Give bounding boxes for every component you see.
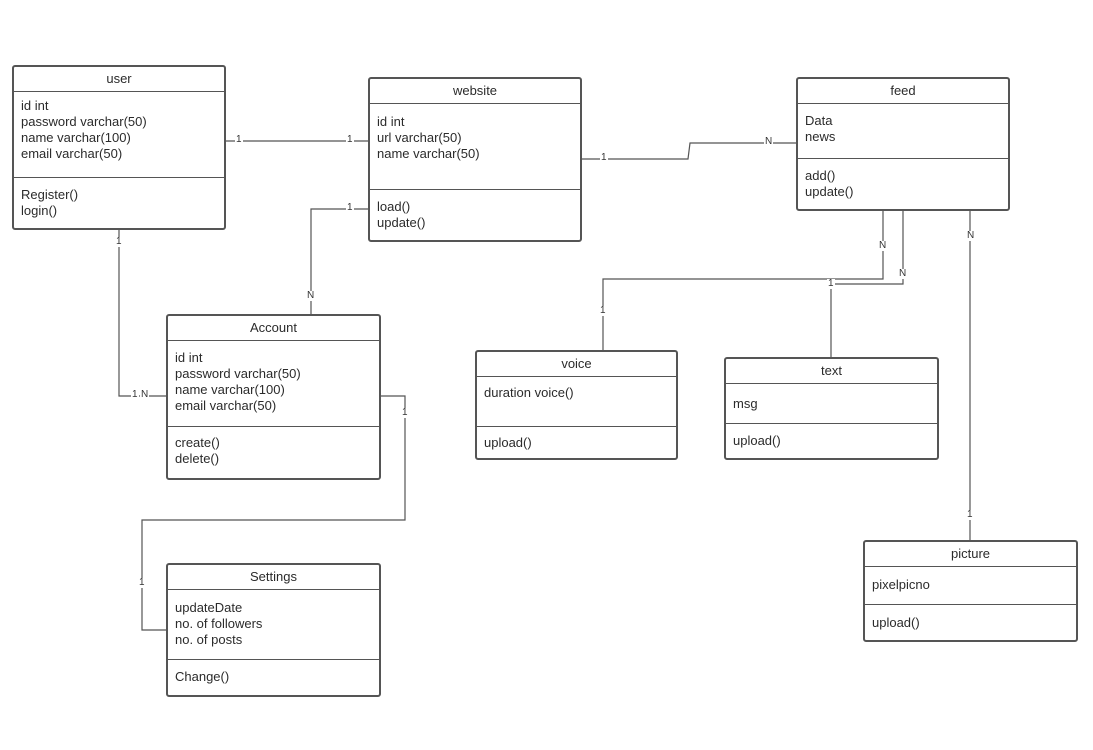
attribute: id int	[377, 114, 405, 129]
class-text-title: text	[726, 359, 937, 384]
class-voice-methods: upload()	[477, 427, 676, 451]
method: Change()	[175, 669, 230, 684]
attribute: password varchar(50)	[175, 366, 301, 381]
mult-feed-picture-feed: N	[966, 230, 976, 241]
relation-website-account	[310, 208, 368, 314]
attribute: Data	[805, 113, 833, 128]
method: upload()	[484, 435, 532, 450]
relation-feed-text	[830, 210, 904, 357]
mult-feed-text-feed: N	[898, 268, 908, 279]
mult-website-feed-website: 1	[600, 152, 608, 163]
attribute: email varchar(50)	[21, 146, 123, 161]
method: upload()	[733, 433, 781, 448]
mult-user-website-user: 1	[235, 134, 243, 145]
class-picture[interactable]: picture pixelpicno upload()	[863, 540, 1078, 642]
method: load()	[377, 199, 411, 214]
attribute: pixelpicno	[872, 577, 930, 592]
method: add()	[805, 168, 836, 183]
class-feed-methods: add() update()	[798, 159, 1008, 200]
class-feed-title: feed	[798, 79, 1008, 104]
class-website[interactable]: website id int url varchar(50) name varc…	[368, 77, 582, 242]
class-picture-methods: upload()	[865, 605, 1076, 631]
class-user-title: user	[14, 67, 224, 92]
attribute: name varchar(100)	[175, 382, 285, 397]
mult-feed-text-text: 1	[827, 278, 835, 289]
class-account[interactable]: Account id int password varchar(50) name…	[166, 314, 381, 480]
attribute: updateDate	[175, 600, 243, 615]
mult-website-account-account: N	[306, 290, 316, 301]
mult-user-website-website: 1	[346, 134, 354, 145]
relation-user-account	[118, 230, 166, 397]
mult-feed-voice-feed: N	[878, 240, 888, 251]
mult-feed-voice-voice: 1	[599, 305, 607, 316]
attribute: id int	[21, 98, 49, 113]
method: create()	[175, 435, 220, 450]
method: update()	[805, 184, 854, 199]
attribute: duration voice()	[484, 385, 574, 400]
attribute: url varchar(50)	[377, 130, 462, 145]
attribute: name varchar(100)	[21, 130, 131, 145]
mult-account-settings-account: 1	[401, 407, 409, 418]
class-account-attributes: id int password varchar(50) name varchar…	[168, 341, 379, 427]
attribute: name varchar(50)	[377, 146, 480, 161]
attribute: email varchar(50)	[175, 398, 277, 413]
class-voice-attributes: duration voice()	[477, 377, 676, 427]
class-website-title: website	[370, 79, 580, 104]
class-settings-attributes: updateDate no. of followers no. of posts	[168, 590, 379, 660]
class-feed-attributes: Data news	[798, 104, 1008, 159]
class-voice[interactable]: voice duration voice() upload()	[475, 350, 678, 460]
class-voice-title: voice	[477, 352, 676, 377]
mult-user-account-account: N	[140, 389, 150, 400]
class-text-methods: upload()	[726, 424, 937, 449]
attribute: news	[805, 129, 836, 144]
class-settings-methods: Change()	[168, 660, 379, 685]
class-feed[interactable]: feed Data news add() update()	[796, 77, 1010, 211]
attribute: msg	[733, 396, 758, 411]
method: update()	[377, 215, 426, 230]
class-account-methods: create() delete()	[168, 427, 379, 467]
class-settings-title: Settings	[168, 565, 379, 590]
mult-feed-picture-picture: 1	[966, 509, 974, 520]
mult-user-account-user: 1	[115, 236, 123, 247]
mult-website-account-website: 1	[346, 202, 354, 213]
class-website-attributes: id int url varchar(50) name varchar(50)	[370, 104, 580, 190]
class-text[interactable]: text msg upload()	[724, 357, 939, 460]
attribute: no. of posts	[175, 632, 243, 647]
method: login()	[21, 203, 58, 218]
attribute: id int	[175, 350, 203, 365]
method: upload()	[872, 615, 920, 630]
class-text-attributes: msg	[726, 384, 937, 424]
class-user-attributes: id int password varchar(50) name varchar…	[14, 92, 224, 178]
class-settings[interactable]: Settings updateDate no. of followers no.…	[166, 563, 381, 697]
class-user-methods: Register() login()	[14, 178, 224, 219]
class-picture-title: picture	[865, 542, 1076, 567]
class-website-methods: load() update()	[370, 190, 580, 231]
mult-account-settings-settings: 1	[138, 577, 146, 588]
attribute: no. of followers	[175, 616, 263, 631]
method: delete()	[175, 451, 220, 466]
relation-feed-voice	[602, 210, 884, 350]
mult-user-account-user-end: 1	[131, 389, 139, 400]
method: Register()	[21, 187, 79, 202]
class-picture-attributes: pixelpicno	[865, 567, 1076, 605]
mult-website-feed-feed: N	[764, 136, 774, 147]
class-account-title: Account	[168, 316, 379, 341]
class-user[interactable]: user id int password varchar(50) name va…	[12, 65, 226, 230]
attribute: password varchar(50)	[21, 114, 147, 129]
